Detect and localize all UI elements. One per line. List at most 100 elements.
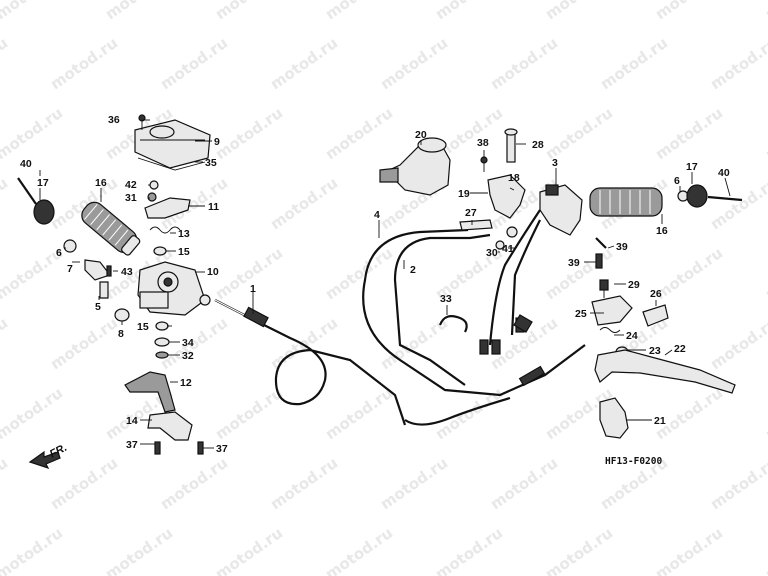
part-label-1: 1 [250,283,256,295]
watermark-text: motod.ru [652,384,726,443]
part-label-17b: 17 [686,161,698,173]
watermark-text: motod.ru [267,34,341,93]
part-label-6b: 6 [674,175,680,187]
right-switch-assembly [379,128,743,269]
watermark-text: motod.ru [432,524,506,576]
part-label-21: 21 [654,415,666,427]
watermark-text: motod.ru [212,104,286,163]
watermark-text: motod.ru [707,174,768,233]
part-label-40a: 40 [20,158,32,170]
watermark-text: motod.ru [47,454,121,513]
front-direction-arrow [28,450,61,470]
part-label-9: 9 [214,136,220,148]
cables [214,209,586,426]
brake-lever-assembly [591,279,736,439]
part-label-40b: 40 [718,167,730,179]
watermark-text: motod.ru [0,384,66,443]
part-label-32: 32 [182,350,194,362]
part-label-18: 18 [508,172,520,184]
part-labels: 36 9 35 42 31 11 13 15 10 15 34 32 12 14… [20,114,730,467]
part-label-37a: 37 [126,439,138,451]
part-label-43: 43 [121,266,133,278]
part-label-13: 13 [178,228,190,240]
part-label-11: 11 [208,201,219,213]
part-label-15a: 15 [178,246,190,258]
watermark-text: motod.ru [487,454,561,513]
part-label-34: 34 [182,337,194,349]
part-label-36: 36 [108,114,120,126]
watermark-text: motod.ru [157,454,231,513]
watermark-text: motod.ru [322,104,396,163]
watermark-text: motod.ru [707,34,768,93]
part-label-5: 5 [95,301,101,313]
watermark-text: motod.ru [322,0,396,23]
watermark-text: motod.ru [652,244,726,303]
part-label-28: 28 [532,139,544,151]
part-label-8: 8 [118,328,124,340]
left-switch-assembly [124,114,211,455]
watermark-text: motod.ru [322,384,396,443]
part-label-38: 38 [477,137,489,149]
part-label-37b: 37 [216,443,228,455]
figure-code: HF13-F0200 [605,456,662,467]
watermark-text: motod.ru [212,384,286,443]
watermark-text: motod.ru [267,454,341,513]
watermark-text: motod.ru [0,314,11,373]
part-label-41: 41 [502,243,514,255]
part-label-22: 22 [674,343,686,355]
watermark-text: motod.ru [542,104,616,163]
part-label-4: 4 [374,209,380,221]
watermark-text: motod.ru [597,34,671,93]
part-label-33: 33 [440,293,452,305]
watermark-text: motod.ru [762,244,768,303]
watermark-text: motod.ru [542,524,616,576]
watermark-text: motod.ru [487,34,561,93]
part-label-10: 10 [207,266,219,278]
part-label-25: 25 [575,308,587,320]
watermark-text: motod.ru [0,0,66,23]
watermark-text: motod.ru [102,524,176,576]
part-label-3: 3 [552,157,558,169]
part-label-17a: 17 [37,177,49,189]
part-label-26: 26 [650,288,662,300]
watermark-text: motod.ru [267,174,341,233]
part-label-20: 20 [415,129,427,141]
watermark-text: motod.ru [47,34,121,93]
part-label-6a: 6 [56,247,62,259]
watermark-text: motod.ru [377,34,451,93]
part-label-15b: 15 [137,321,149,333]
part-label-19: 19 [458,188,470,200]
watermark-text: motod.ru [322,244,396,303]
watermark-text: motod.ru [47,314,121,373]
watermark-text: motod.ru [157,34,231,93]
watermark-text: motod.ru [212,0,286,23]
part-label-35: 35 [205,157,217,169]
watermark-text: motod.ru [652,104,726,163]
part-label-31: 31 [125,192,137,204]
watermark-text: motod.ru [102,0,176,23]
watermark-text: motod.ru [707,454,768,513]
part-label-39a: 39 [616,241,628,253]
watermark-text: motod.ru [0,174,11,233]
watermark-text: motod.ru [542,0,616,23]
watermark-text: motod.ru [652,0,726,23]
part-label-7: 7 [67,263,73,275]
watermark-text: motod.ru [0,524,66,576]
part-label-39b: 39 [568,257,580,269]
part-label-14: 14 [126,415,138,427]
watermark-text: motod.ru [0,104,66,163]
part-label-30: 30 [486,247,498,259]
part-label-29: 29 [628,279,640,291]
part-label-42: 42 [125,179,137,191]
part-label-16b: 16 [656,225,668,237]
watermark-text: motod.ru [212,524,286,576]
watermark-text: motod.ru [652,524,726,576]
watermark-text: motod.ru [432,0,506,23]
watermark-text: motod.ru [0,454,11,513]
watermark-text: motod.ru [0,34,11,93]
watermark-text: motod.ru [762,0,768,23]
watermark-text: motod.ru [542,244,616,303]
part-label-24: 24 [626,330,638,342]
